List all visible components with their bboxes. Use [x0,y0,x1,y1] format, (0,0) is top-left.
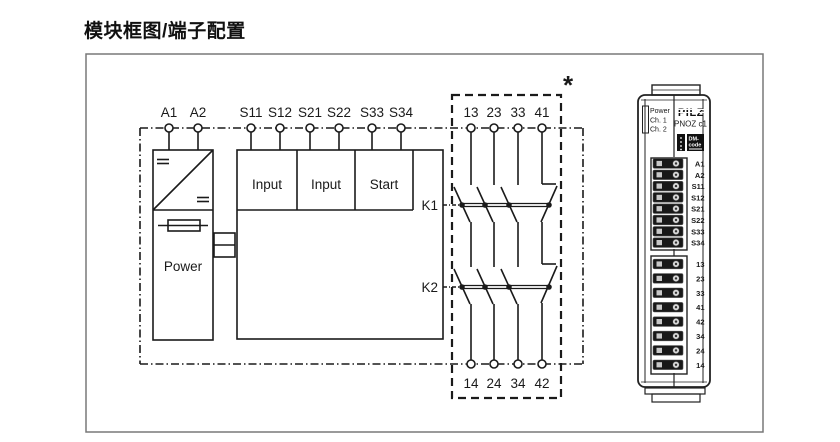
terminal-a1: A1 [161,105,178,120]
device-drawing: Power Ch. 1 Ch. 2 PILZ PNOZ c1 DM- code [637,84,711,403]
terminal-34: 34 [510,376,526,391]
terminal-42: 42 [534,376,549,391]
power-block: Power [152,149,214,341]
terminal-s11: S11 [239,105,262,120]
led-label-ch1: Ch. 1 [650,118,667,125]
device-bottom-tab [651,393,701,403]
k1-linkage-bar [459,202,552,208]
device-terminal-block-lower [650,255,688,375]
terminal-s33: S33 [360,105,384,120]
contact-group-dashed-box [450,93,563,400]
dc-symbol-top [157,158,169,165]
dev-term-23: 23 [696,274,704,283]
k2-linkage-bar [459,284,552,290]
device-base-rim [644,387,706,395]
terminal-14: 14 [463,376,479,391]
terminal-24: 24 [486,376,502,391]
dev-term-s21: S21 [691,205,704,214]
contact-column-23-24 [476,132,495,360]
relay-k1-label: K1 [421,198,438,213]
terminal-s22: S22 [327,105,351,120]
dev-term-41: 41 [696,303,704,312]
dev-term-33: 33 [696,289,704,298]
dev-term-14: 14 [696,361,705,370]
dev-term-24: 24 [696,346,705,355]
input-wires [168,132,402,150]
input1-label: Input [252,177,282,192]
dc-symbol-bottom [197,196,209,203]
dev-term-34: 34 [696,332,705,341]
dev-term-a2: A2 [695,171,705,180]
terminal-s21: S21 [298,105,322,120]
device-terminal-block-upper [650,157,688,251]
led-label-ch2: Ch. 2 [650,127,667,134]
module-boundary [139,127,584,365]
logic-block: Input Input Start K1 K2 [236,149,444,340]
terminal-33: 33 [510,105,525,120]
contact-column-41-42-nc [540,132,558,360]
terminal-a2: A2 [190,105,207,120]
fuse-icon [158,219,208,232]
dev-term-s22: S22 [691,216,704,225]
terminal-s12: S12 [268,105,292,120]
contact-column-33-34 [500,132,519,360]
terminal-23: 23 [486,105,501,120]
terminal-labels: A1 A2 S11 S12 S21 S22 S33 S34 13 23 33 4… [161,105,550,391]
dm-code-line2: code [689,143,702,149]
input2-label: Input [311,177,341,192]
power-label: Power [164,259,203,274]
power-logic-connector [213,232,236,258]
figure-border [85,53,764,433]
start-label: Start [370,177,399,192]
device-screws-upper [652,158,684,248]
dev-term-s34: S34 [691,239,705,248]
dev-term-13: 13 [696,260,704,269]
dev-term-42: 42 [696,318,704,327]
terminal-s34: S34 [389,105,414,120]
relay-links [443,204,461,288]
device-screws-lower [652,258,684,371]
terminal-41: 41 [534,105,549,120]
dev-term-a1: A1 [695,160,705,169]
page-title: 模块框图/端子配置 [84,21,246,42]
model-label: PNOZ c1 [674,120,707,129]
dm-code-icon: DM- code [677,134,704,151]
footnote-marker: * [563,70,574,100]
relay-k2-label: K2 [421,280,438,295]
terminal-13: 13 [463,105,478,120]
contact-column-13-14 [453,132,472,360]
dev-term-s11: S11 [692,182,705,191]
led-label-power: Power [650,108,671,115]
dev-term-s33: S33 [691,227,704,236]
led-window [642,105,649,134]
dev-term-s12: S12 [691,193,704,202]
dm-code-line1: DM- [689,137,700,143]
